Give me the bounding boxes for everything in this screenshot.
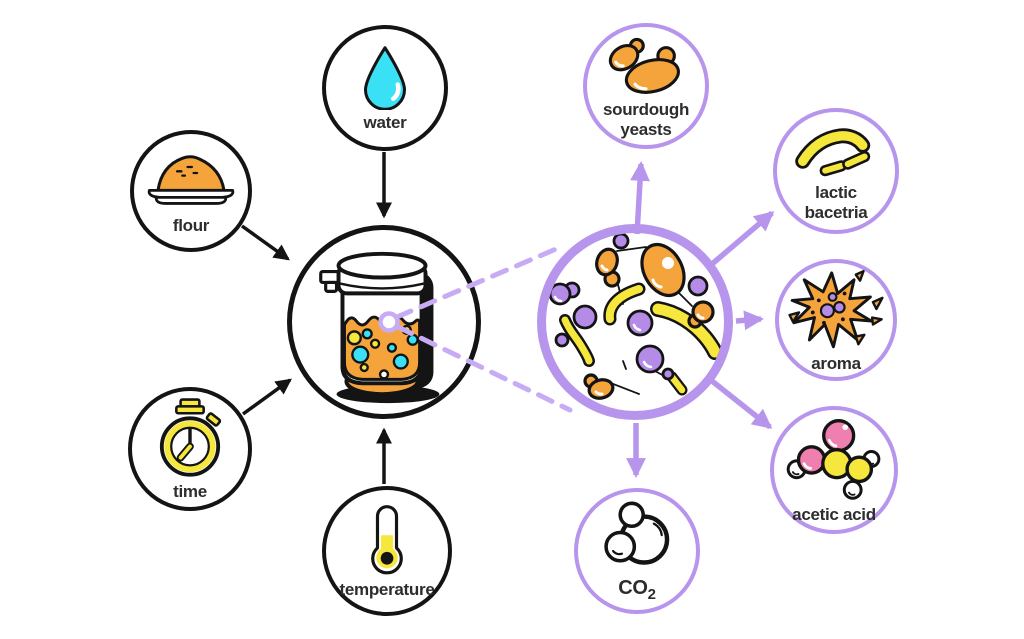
node-aroma: aroma	[775, 259, 897, 381]
co2-bubbles-icon	[604, 501, 670, 565]
bacteria-rods-icon	[795, 128, 871, 177]
stopwatch-icon	[159, 398, 222, 477]
node-water: water	[322, 25, 448, 151]
yeast-cells-icon	[608, 38, 680, 95]
arrow-lens-to-lactic-bacteria	[710, 210, 775, 267]
arrow-time-to-jar	[241, 378, 292, 416]
aroma-burst-icon	[788, 269, 884, 349]
flour-plate-icon	[147, 155, 235, 205]
thermometer-icon	[371, 505, 403, 575]
node-flour: flour	[130, 130, 252, 252]
node-acetic-acid: acetic acid	[770, 406, 898, 534]
sourdough-yeasts-label: sourdough yeasts	[602, 100, 690, 139]
node-time: time	[128, 387, 252, 511]
arrow-lens-to-acetic-acid	[710, 378, 773, 430]
temperature-label: temperature	[339, 579, 435, 599]
microbes-magnified-icon	[548, 233, 723, 400]
node-lactic-bacteria: lactic bacetria	[773, 108, 899, 234]
water-label: water	[363, 112, 407, 132]
time-label: time	[173, 481, 207, 501]
sourdough-starter-jar-icon	[319, 251, 440, 403]
acetic-acid-molecule-icon	[786, 418, 881, 500]
node-temperature: temperature	[322, 486, 452, 616]
acetic-acid-label: acetic acid	[792, 504, 876, 524]
node-starter-jar	[287, 225, 481, 419]
co2-label: CO2	[618, 577, 656, 604]
aroma-label: aroma	[811, 353, 861, 373]
arrow-lens-to-aroma	[735, 310, 764, 331]
node-sourdough-yeasts: sourdough yeasts	[583, 23, 709, 149]
water-drop-icon	[364, 46, 406, 110]
flour-label: flour	[172, 215, 210, 235]
lactic-bacteria-label: lactic bacetria	[804, 183, 868, 222]
node-microscope-view	[537, 224, 733, 420]
node-co2: CO2	[574, 488, 700, 614]
arrow-flour-to-jar	[240, 224, 290, 261]
